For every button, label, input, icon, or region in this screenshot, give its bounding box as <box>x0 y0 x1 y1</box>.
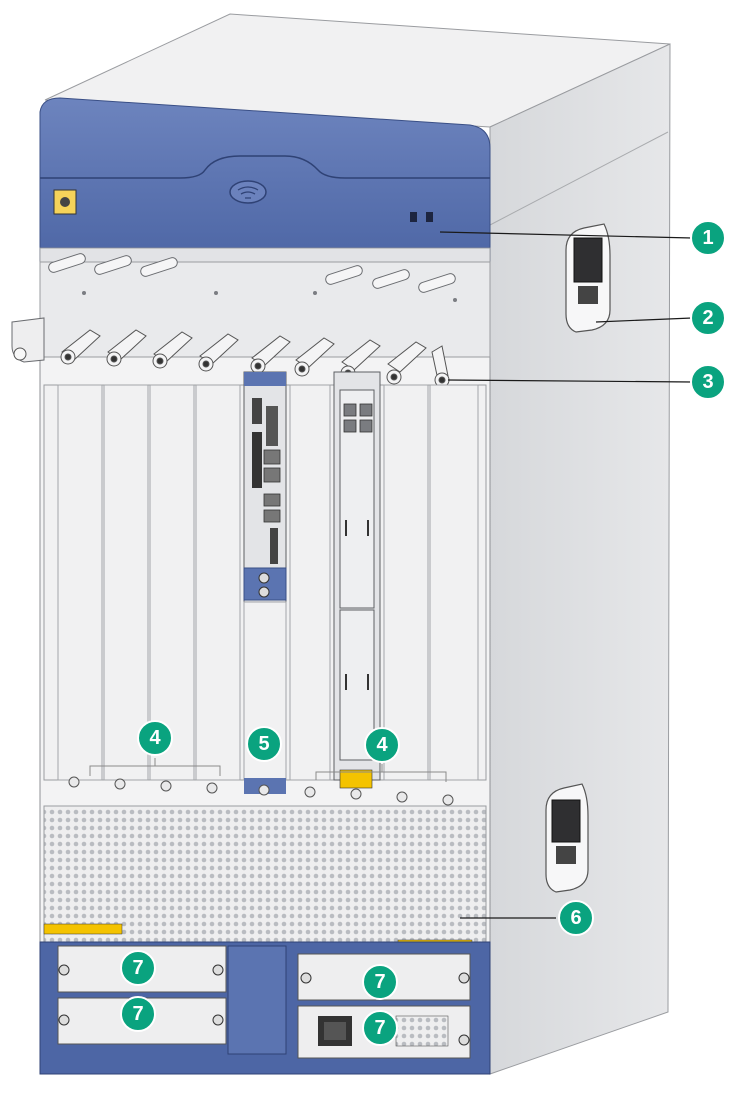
filler-panel <box>195 384 241 781</box>
filler-panel <box>429 384 479 781</box>
badge-circle <box>120 950 156 986</box>
upper-panel <box>39 253 491 358</box>
callout-badge-7-a: 7 <box>120 950 156 986</box>
filler-panel <box>289 384 331 781</box>
ejector-lever <box>431 345 450 388</box>
top-cover <box>39 97 491 263</box>
badge-circle <box>558 900 594 936</box>
bracket-right <box>315 764 447 782</box>
callout-badges: 1 2 3 4 4 5 6 7 <box>120 220 726 1046</box>
guide-pin <box>140 257 178 277</box>
badge-number: 7 <box>374 971 385 993</box>
callout-badge-2: 2 <box>690 300 726 336</box>
card-screws <box>68 776 454 806</box>
guide-pin <box>48 253 86 273</box>
ejector-lever <box>60 329 101 365</box>
warning-label <box>339 769 373 789</box>
guide-pin <box>94 255 132 275</box>
filler-panel <box>149 384 195 781</box>
guide-pin <box>372 269 410 289</box>
left-rack-ear <box>11 317 45 363</box>
fan-warning-label <box>43 923 123 935</box>
filler-panel <box>103 384 149 781</box>
callout-badge-6: 6 <box>558 900 594 936</box>
badge-circle <box>362 964 398 1000</box>
guide-pin <box>418 273 456 293</box>
badge-number: 3 <box>702 371 713 393</box>
fan-vent <box>43 805 487 943</box>
power-module <box>297 1005 471 1059</box>
callout-badge-7-c: 7 <box>362 964 398 1000</box>
badge-circle <box>690 300 726 336</box>
callout-badge-4-right: 4 <box>364 727 400 763</box>
badge-circle <box>690 364 726 400</box>
ejector-lever <box>294 337 335 377</box>
callout-badge-7-d: 7 <box>362 1010 398 1046</box>
badge-circle <box>137 720 173 756</box>
badge-number: 6 <box>570 907 581 929</box>
side-handle-lower <box>545 783 589 893</box>
callout-badge-1: 1 <box>690 220 726 256</box>
filler-panel <box>57 384 103 781</box>
badge-number: 7 <box>374 1017 385 1039</box>
guide-pins <box>48 253 456 293</box>
badge-circle <box>690 220 726 256</box>
ejector-lever <box>198 333 239 372</box>
mpu-card <box>243 371 287 794</box>
guide-pin <box>325 265 363 285</box>
filler-panels <box>57 384 479 781</box>
badge-number: 2 <box>702 307 713 329</box>
badge-number: 4 <box>376 734 388 756</box>
callout-badge-7-b: 7 <box>120 996 156 1032</box>
leader-2 <box>595 317 693 323</box>
ejector-levers <box>60 329 450 388</box>
badge-number: 5 <box>258 733 269 755</box>
badge-number: 7 <box>132 1003 143 1025</box>
ejector-lever <box>106 329 147 367</box>
power-vent <box>395 1015 449 1047</box>
badge-circle <box>120 996 156 1032</box>
side-handle-upper <box>565 223 611 333</box>
slot-group-brackets <box>89 758 447 782</box>
callout-badge-4-left: 4 <box>137 720 173 756</box>
card-slot-area <box>43 371 487 806</box>
ejector-lever <box>250 335 291 374</box>
interface-card <box>333 371 381 789</box>
power-area <box>39 941 491 1075</box>
callout-badge-5: 5 <box>246 726 282 762</box>
top-cover-panel <box>39 97 491 263</box>
leader-1 <box>439 231 693 239</box>
status-led-2 <box>426 212 433 222</box>
badge-number: 1 <box>702 227 713 249</box>
badge-number: 4 <box>149 727 161 749</box>
badge-circle <box>364 727 400 763</box>
ejector-lever <box>152 331 193 369</box>
bracket-left <box>89 758 221 776</box>
status-led-1 <box>410 212 417 222</box>
badge-circle <box>246 726 282 762</box>
badge-circle <box>362 1010 398 1046</box>
ejector-lever <box>386 341 427 385</box>
callout-leaders <box>439 231 693 919</box>
badge-number: 7 <box>132 957 143 979</box>
leader-3 <box>447 379 693 383</box>
fan-tray <box>43 805 487 951</box>
callout-badge-3: 3 <box>690 364 726 400</box>
filler-panel <box>383 384 429 781</box>
